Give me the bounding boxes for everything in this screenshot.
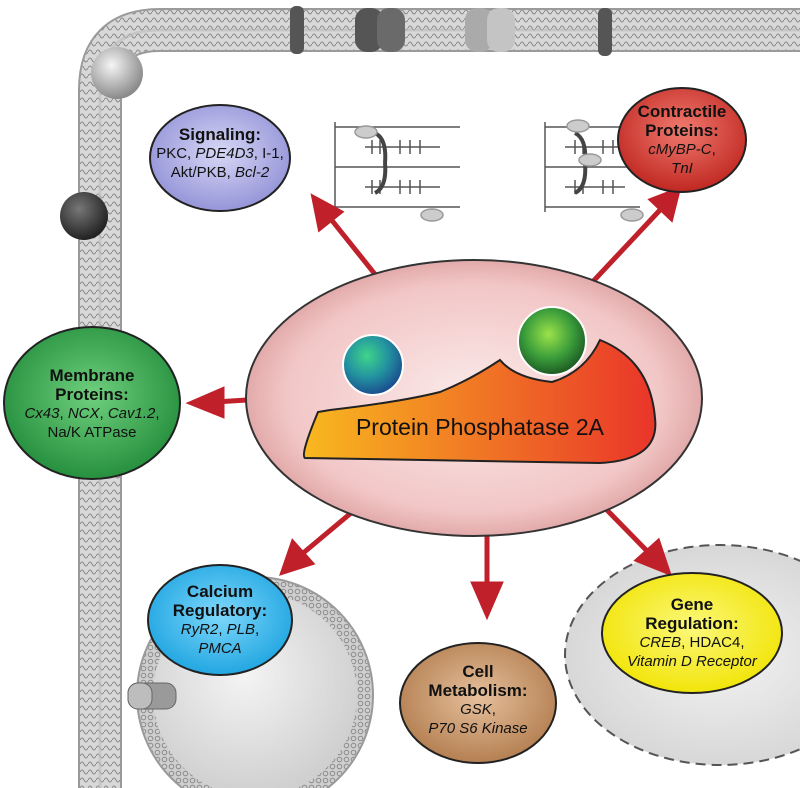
metabolism-title-1: Cell — [462, 662, 494, 681]
item-text: cMyBP-C — [648, 141, 712, 158]
item-text: PLB — [226, 621, 256, 638]
item-line: Na/K ATPase — [2, 423, 182, 442]
item-text: PDE4D3 — [195, 145, 254, 162]
item-text: PKC, — [156, 145, 196, 162]
item-line: GSK, — [395, 700, 561, 719]
item-text: Vitamin D Receptor — [627, 653, 757, 670]
item-text: GSK — [460, 701, 492, 718]
item-text: , — [218, 621, 227, 638]
item-text: , I-1, — [253, 145, 284, 162]
gene-title-2: Regulation: — [645, 614, 739, 633]
metabolism-ellipse — [399, 642, 557, 764]
signaling-items: PKC, PDE4D3, I-1,Akt/PKB, Bcl-2 — [140, 144, 300, 182]
item-text: Cx43 — [24, 405, 60, 422]
item-text: , — [255, 621, 260, 638]
item-line: Vitamin D Receptor — [600, 652, 784, 671]
item-text: Akt/PKB, — [170, 164, 235, 181]
membrane-title-2: Proteins: — [55, 385, 129, 404]
contractile-title-1: Contractile — [637, 102, 727, 121]
arrow-gene — [603, 506, 650, 554]
contractile-ellipse — [617, 87, 747, 193]
item-text: Na/K ATPase — [47, 424, 137, 441]
calcium-items: RyR2, PLB,PMCA — [140, 620, 300, 658]
gene-items: CREB, HDAC4,Vitamin D Receptor — [600, 633, 784, 671]
membrane-ellipse — [3, 326, 181, 480]
item-line: RyR2, PLB, — [140, 620, 300, 639]
regulatory-subunit-green — [517, 306, 587, 376]
item-text: Bcl-2 — [235, 164, 270, 181]
membrane-items: Cx43, NCX, Cav1.2,Na/K ATPase — [2, 404, 182, 442]
gene-ellipse — [601, 572, 783, 694]
calcium-title-1: Calcium — [186, 582, 254, 601]
item-line: P70 S6 Kinase — [395, 719, 561, 738]
signaling-label: Signaling: PKC, PDE4D3, I-1,Akt/PKB, Bcl… — [140, 125, 300, 182]
item-text: Cav1.2 — [107, 405, 156, 422]
arrow-calcium — [300, 506, 359, 556]
gene-title-1: Gene — [670, 595, 714, 614]
item-text: NCX — [67, 405, 100, 422]
item-text: RyR2 — [180, 621, 219, 638]
membrane-label: Membrane Proteins: Cx43, NCX, Cav1.2,Na/… — [2, 366, 182, 442]
gene-label: Gene Regulation: CREB, HDAC4,Vitamin D R… — [600, 595, 784, 671]
item-text: , — [59, 405, 68, 422]
contractile-items: cMyBP-C,TnI — [610, 140, 754, 178]
item-text: PMCA — [198, 640, 242, 657]
item-text: , — [155, 405, 160, 422]
pp2a-complex — [245, 259, 703, 537]
item-text: , — [99, 405, 108, 422]
item-line: cMyBP-C, — [610, 140, 754, 159]
regulatory-subunit-blue — [342, 334, 404, 396]
item-text: TnI — [671, 160, 693, 177]
calcium-label: Calcium Regulatory: RyR2, PLB,PMCA — [140, 582, 300, 658]
calcium-ellipse — [147, 564, 293, 676]
contractile-label: Contractile Proteins: cMyBP-C,TnI — [610, 102, 754, 178]
item-text: , — [491, 701, 496, 718]
arrow-contractile — [583, 208, 662, 292]
calcium-title-2: Regulatory: — [172, 601, 268, 620]
item-line: Cx43, NCX, Cav1.2, — [2, 404, 182, 423]
arrow-signaling — [328, 216, 380, 280]
metabolism-label: Cell Metabolism: GSK,P70 S6 Kinase — [395, 662, 561, 738]
sarcomere-illustration — [334, 119, 644, 222]
membrane-title-1: Membrane — [49, 366, 135, 385]
item-line: CREB, HDAC4, — [600, 633, 784, 652]
metabolism-items: GSK,P70 S6 Kinase — [395, 700, 561, 738]
enzyme-label: Protein Phosphatase 2A — [355, 414, 605, 440]
item-text: P70 S6 Kinase — [428, 720, 528, 737]
item-line: PMCA — [140, 639, 300, 658]
membrane-channels — [60, 6, 612, 240]
metabolism-title-2: Metabolism: — [428, 681, 528, 700]
item-line: Akt/PKB, Bcl-2 — [140, 163, 300, 182]
catalytic-subunit — [302, 338, 657, 465]
contractile-title-2: Proteins: — [645, 121, 719, 140]
item-line: PKC, PDE4D3, I-1, — [140, 144, 300, 163]
item-text: , — [711, 141, 716, 158]
item-text: CREB — [639, 634, 682, 651]
item-line: TnI — [610, 159, 754, 178]
signaling-title: Signaling: — [178, 125, 262, 144]
item-text: , HDAC4, — [681, 634, 745, 651]
signaling-ellipse — [149, 104, 291, 212]
